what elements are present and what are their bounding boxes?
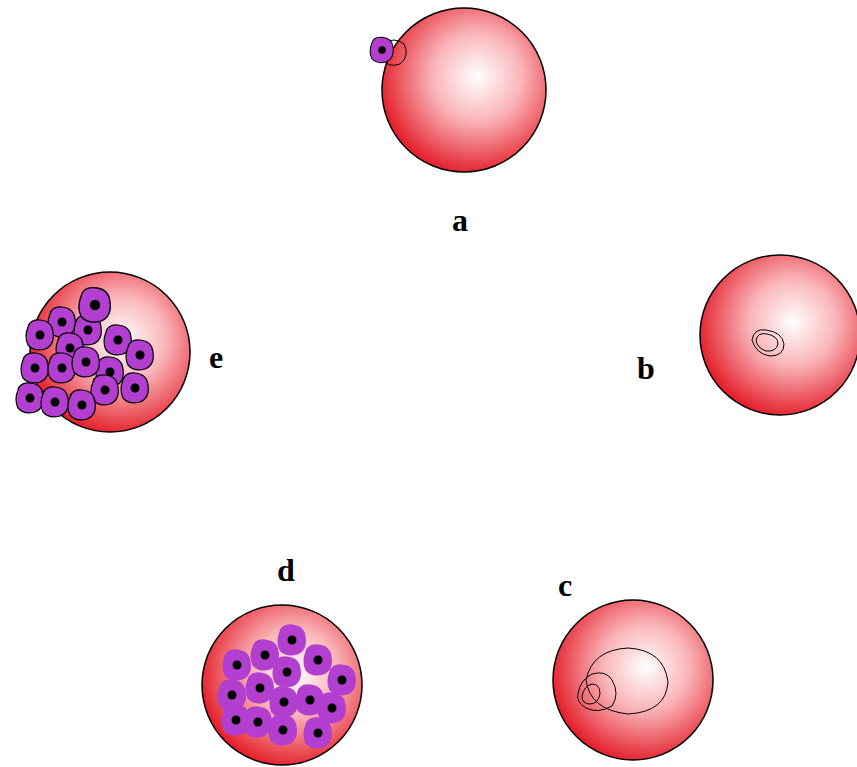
panel-letter-holder: a [452, 204, 468, 236]
panel-letter-holder: d [277, 554, 295, 586]
panel-letter: d [277, 554, 295, 586]
panel-letter-holder: c [558, 569, 572, 601]
panel-letter-holder: e [209, 341, 223, 373]
panel-letter: c [558, 569, 572, 601]
panel-letter: a [452, 204, 468, 236]
panel-letter-holder: b [637, 352, 655, 384]
panel-letter: b [637, 352, 655, 384]
panel-letter: e [209, 341, 223, 373]
